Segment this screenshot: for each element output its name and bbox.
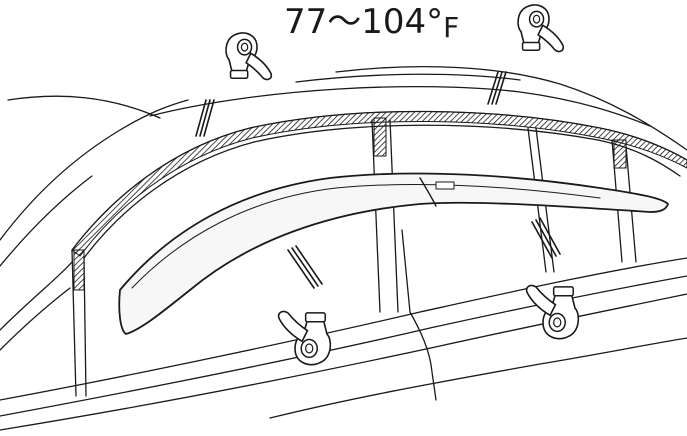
heat-airflow-icon [532,218,560,258]
hair-dryer-bottom-right [525,218,580,340]
hair-dryer-icon [225,32,273,81]
hair-dryer-icon [277,310,332,366]
visor-inner-ridge [132,184,600,288]
temperature-range-value: 77～104° [284,2,444,42]
weather-seal-strip [72,111,687,256]
visor-badge [436,182,454,189]
lower-body-line [270,338,687,418]
window-visor [119,173,668,334]
a-pillar-seal [74,250,84,290]
front-door-line [0,262,72,330]
temperature-range-label: 77～104°F [284,2,459,44]
roof-line-outer [150,87,650,126]
windshield-edge [0,100,188,240]
beltline-bottom [0,294,687,430]
heat-airflow-icon [288,246,322,288]
hair-dryer-icon [517,4,565,53]
door-seam [410,312,436,400]
hair-dryer-top-left [196,32,273,136]
beltline-lower [0,276,687,416]
heat-airflow-icon [196,100,214,136]
visor-joint [420,178,436,206]
beltline-upper [0,258,687,400]
roof-line-rear [336,67,687,150]
roof-line-top [296,74,520,82]
windshield-inner [0,176,92,266]
hair-dryer-top-right [488,4,565,104]
b-pillar-left [372,120,380,312]
hood-line [8,96,160,118]
hair-dryer-bottom-center [277,246,332,366]
rear-seal [614,140,626,168]
front-body-curve [0,288,70,350]
b-pillar-right [402,230,410,312]
hair-dryer-icon [525,284,580,340]
b-pillar-mid [390,120,398,312]
temperature-unit: F [443,11,460,44]
visor-outer [119,173,668,334]
a-pillar-front [72,250,76,396]
heat-airflow-icon [488,72,506,104]
b-pillar-seal [374,118,386,156]
weather-seal [72,111,687,290]
